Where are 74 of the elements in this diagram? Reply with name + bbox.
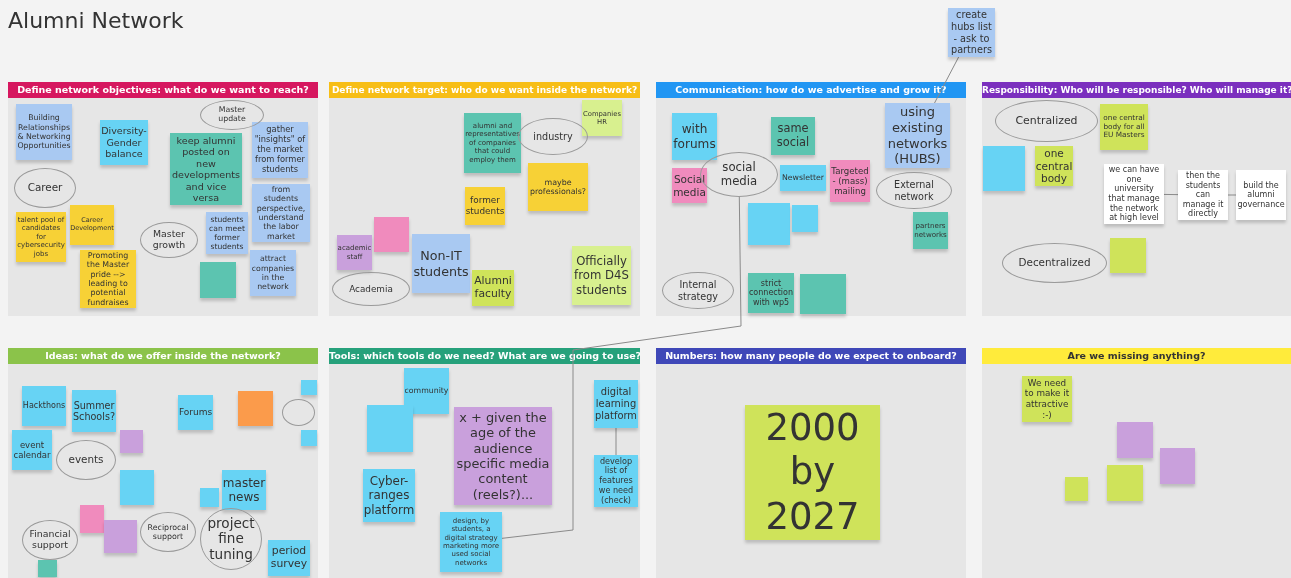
board-panel: [656, 348, 966, 578]
sticky-note: gather "insights" of the market from former students: [252, 122, 308, 178]
board-title: Alumni Network: [8, 8, 184, 33]
sticky-note: x + given the age of the audience specific media content (reels?)...: [454, 407, 552, 505]
board-panel: [982, 82, 1291, 316]
panel-header: Define network objectives: what do we want to reach?: [8, 82, 318, 98]
sticky-note: [1107, 465, 1143, 501]
sticky-note: with forums: [672, 113, 717, 160]
sticky-note: [80, 505, 104, 533]
panel-header: Define network target: who do we want inside the network?: [329, 82, 640, 98]
connector-line: [1163, 193, 1179, 196]
sticky-note: [301, 380, 317, 395]
connector-line: [501, 196, 742, 539]
sticky-note: [238, 391, 273, 426]
sticky-note: Social media: [672, 168, 707, 203]
sticky-note: [800, 274, 846, 314]
sticky-note: [38, 560, 57, 577]
sticky-note: create hubs list - ask to partners: [948, 8, 995, 57]
sticky-note: [374, 217, 409, 252]
board-panel: [656, 82, 966, 316]
sticky-note: Diversity-Gender balance: [100, 120, 148, 165]
sticky-note: then the students can manage it directly: [1178, 170, 1228, 220]
sticky-note: build the alumni governance: [1236, 170, 1286, 220]
sticky-note: [367, 405, 413, 452]
sticky-note: former students: [465, 187, 505, 225]
sticky-note: same social: [771, 117, 815, 155]
sticky-note: we can have one university that manage the network at high level: [1104, 164, 1164, 224]
sticky-note: [792, 205, 818, 232]
board-panel: [329, 82, 640, 316]
sticky-note: [200, 488, 219, 507]
sticky-note: We need to make it attractive :-): [1022, 376, 1072, 422]
board-panel: [329, 348, 640, 578]
circled-label: [282, 399, 315, 426]
sticky-note: event calendar: [12, 430, 52, 470]
sticky-note: develop list of features we need (check): [594, 455, 638, 507]
connector-line: [934, 56, 960, 104]
sticky-note: keep alumni posted on new developments and vice versa: [170, 133, 242, 205]
sticky-note: [200, 262, 236, 298]
sticky-note: Non-IT students: [412, 234, 470, 293]
sticky-note: master news: [222, 470, 266, 510]
sticky-note: 2000 by 2027: [745, 405, 880, 540]
sticky-note: [748, 203, 790, 245]
sticky-note: [104, 520, 137, 553]
sticky-note: Alumni faculty: [472, 270, 514, 306]
sticky-note: [301, 430, 317, 446]
board-panel: [8, 82, 318, 316]
sticky-note: [1110, 238, 1146, 273]
sticky-note: [120, 470, 154, 505]
sticky-note: one central body: [1035, 146, 1073, 186]
sticky-note: Officially from D4S students: [572, 246, 631, 305]
sticky-note: Hackthons: [22, 386, 66, 426]
panel-header: Communication: how do we advertise and grow it?: [656, 82, 966, 98]
panel-header: Are we missing anything?: [982, 348, 1291, 364]
sticky-note: [120, 430, 143, 453]
sticky-note: [1065, 477, 1088, 501]
panel-header: Numbers: how many people do we expect to onboard?: [656, 348, 966, 364]
sticky-note: [983, 146, 1025, 191]
sticky-note: Cyber-ranges platform: [363, 469, 415, 522]
connector-line: [1227, 194, 1237, 196]
panel-header: Ideas: what do we offer inside the network?: [8, 348, 318, 364]
sticky-note: Forums: [178, 395, 213, 430]
panel-header: Responsibility: Who will be responsible? Who will manage it?: [982, 82, 1291, 98]
board-panel: [982, 348, 1291, 578]
sticky-note: strict connection with wp5: [748, 273, 794, 313]
board-panel: [8, 348, 318, 578]
sticky-note: Targeted - (mass) mailing: [830, 160, 870, 202]
connector-line: [615, 427, 617, 456]
sticky-note: [1117, 422, 1153, 458]
sticky-note: digital learning platform: [594, 380, 638, 428]
sticky-note: Summer Schools?: [72, 390, 116, 432]
sticky-note: period survey: [268, 540, 310, 576]
sticky-note: using existing networks (HUBS): [885, 103, 950, 168]
sticky-note: [1160, 448, 1195, 484]
panel-header: Tools: which tools do we need? What are we going to use?: [329, 348, 640, 364]
